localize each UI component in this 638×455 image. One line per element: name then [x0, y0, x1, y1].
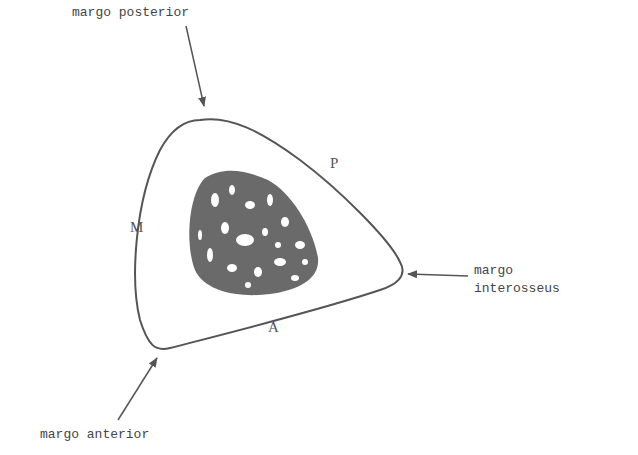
marrow-cavity — [189, 171, 318, 295]
side-letter: A — [268, 318, 288, 336]
leader-arrow — [408, 274, 468, 276]
side-letter: M — [130, 218, 150, 236]
leader-arrow — [118, 358, 157, 420]
bone-outline — [135, 119, 402, 349]
leader-arrow — [186, 26, 204, 106]
border-label: margo posterior — [72, 4, 292, 22]
border-label: margo anterior — [40, 426, 260, 444]
side-letter: P — [330, 154, 350, 172]
border-label: margo interosseus — [474, 262, 584, 298]
